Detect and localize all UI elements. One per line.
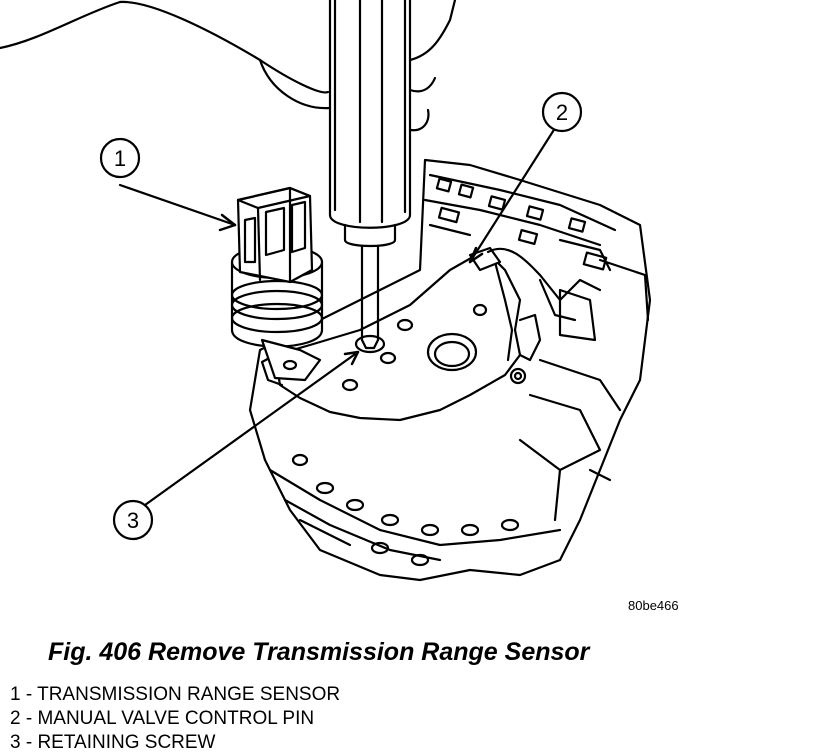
manual-valve-control-pin [468, 246, 602, 322]
screwdriver [328, 0, 412, 354]
callout-2-number: 2 [556, 100, 568, 125]
legend-item: 2 - MANUAL VALVE CONTROL PIN [10, 708, 315, 729]
callout-1-number: 1 [114, 146, 126, 171]
callout-legend: 1 - TRANSMISSION RANGE SENSOR 2 - MANUAL… [10, 683, 340, 755]
manual-valve-lever [260, 248, 542, 422]
legend-item: 1 - TRANSMISSION RANGE SENSOR [10, 684, 341, 705]
figure-title: Fig. 406 Remove Transmission Range Senso… [48, 638, 590, 666]
hand [0, 0, 457, 132]
arrowhead-2 [468, 246, 484, 264]
figure-reference-code: 80be466 [628, 598, 679, 613]
callout-1: 1 [99, 137, 141, 179]
callout-2: 2 [541, 91, 583, 133]
transmission-range-sensor [230, 186, 324, 382]
callout-3: 3 [112, 499, 154, 541]
arrowhead-1 [218, 213, 237, 232]
leader-line-1 [118, 183, 237, 227]
arrowhead-3 [343, 350, 360, 366]
callout-3-number: 3 [127, 508, 139, 533]
legend-item: 3 - RETAINING SCREW [10, 732, 216, 753]
leader-lines [118, 123, 559, 507]
leader-line-2 [468, 123, 559, 264]
leader-line-3 [143, 350, 360, 507]
technical-illustration: 1 2 3 [0, 0, 652, 582]
